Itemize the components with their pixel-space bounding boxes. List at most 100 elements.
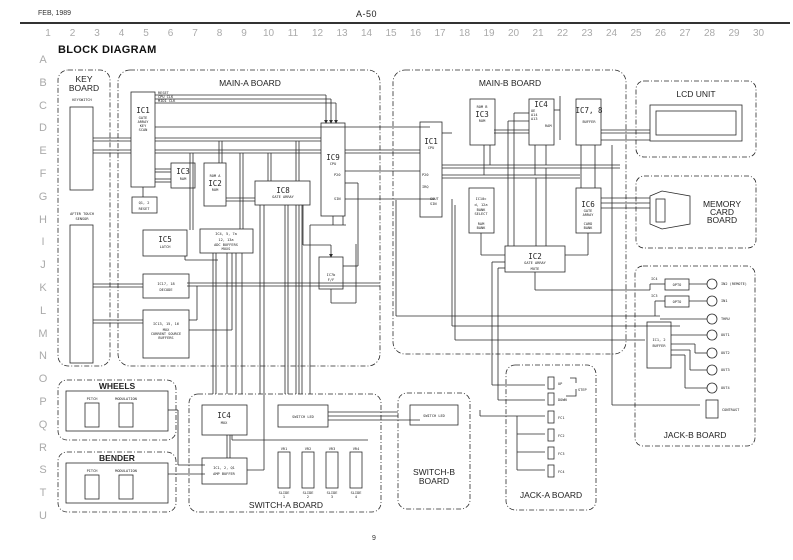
jack-out2: OUT2 [721,351,730,355]
switch-a-ic1-desc: AMP BUFFER [213,472,235,476]
step-label: STEP [578,388,587,392]
jack-a-outline [505,364,597,511]
signal-cpu-clk: CPU CLK [158,95,174,99]
jack-out4: OUT4 [721,386,730,390]
row-letter: N [39,350,47,363]
aftertouch-label-2: SENSOR [76,217,90,221]
switch-a-ic4-name: IC4 [217,411,231,420]
main-b-ic4-pin: OE [531,109,535,113]
jack-down: DOWN [558,398,567,402]
row-letter: B [39,76,47,89]
rom-a-label: ROM A [210,174,222,178]
main-b-ic1-pin-sout: SOUT [430,197,439,201]
column-number: 9 [241,28,247,39]
column-number: 3 [94,28,100,39]
column-number: 25 [630,28,642,39]
main-b-title: MAIN-B BOARD [479,78,541,88]
main-a-ic1-desc: KEY [140,124,147,128]
jack-b-ic4: IC4 [651,277,658,281]
column-number: 20 [507,28,520,39]
column-number: 14 [360,28,373,39]
jack-out1: OUT1 [721,333,730,337]
main-b-ic6-name: IC6 [581,200,595,209]
row-letter: C [39,99,47,112]
row-letter: K [39,282,47,294]
main-a-ic8-name: IC8 [276,186,290,195]
jack-b-buffer-desc: BUFFER [653,344,667,348]
column-number: 8 [216,28,223,39]
lcd-unit-title: LCD UNIT [676,89,715,99]
main-b-ic2-mute: MUTE [531,267,540,271]
bender-outline [57,451,177,513]
vr1-label: VR1 [281,447,288,451]
main-a-ic1-desc: GATE [139,116,148,120]
main-a-ic5-desc: LATCH [160,245,171,249]
lcd-unit-outline [635,80,757,158]
main-b-ic3-name: IC3 [475,110,489,119]
main-a-ic13-desc: CURRENT SOURCE [151,332,181,336]
jack-a-title: JACK-A BOARD [520,490,582,500]
slide-number: 3 [331,495,333,499]
row-letter: J [40,259,46,272]
wheels-modulation: MODULATION [115,397,137,401]
main-a-ic4-name: IC4, 5, 7a [215,232,237,236]
main-b-ic1-pin-irq: IRQ [422,185,429,189]
row-letter: H [39,213,47,226]
row-letter: A [39,54,47,66]
column-number: 10 [262,28,275,39]
switch-b-title-1: SWITCH-B [413,467,455,477]
keyswitch-label: KEYSWITCH [72,98,91,102]
page-number: 9 [372,535,376,542]
wheels-pitch: PITCH [87,397,98,401]
column-number: 15 [385,28,397,39]
memory-card-title-1: MEMORY [703,199,741,209]
row-letter: M [38,327,48,340]
column-number: 28 [703,28,716,39]
row-letter: E [39,145,47,158]
main-b-board-outline [392,69,627,355]
main-b-ic6-desc: GATE [584,209,593,213]
bender-pitch: PITCH [87,469,98,473]
bender-modulation: MODULATION [115,469,137,473]
main-b-ic10-name: IC10c [476,197,487,201]
main-b-ic2-desc: GATE ARRAY [524,261,546,265]
main-a-ic3-desc: RAM [180,177,187,181]
main-a-ic13-desc: MUX [163,328,170,332]
main-a-ic17-name: IC17, 18 [157,282,174,286]
main-a-ic2-desc: ROM [212,188,219,192]
wheels-title: WHEELS [99,381,136,391]
main-b-ic7-name: IC7, 8 [575,106,603,115]
main-a-title: MAIN-A BOARD [219,78,281,88]
column-number: 21 [532,28,544,39]
slide-number: 4 [355,495,357,499]
main-b-ic6-sub: BANK [584,226,593,230]
slide-label: SLIDE [327,491,338,495]
page-title: BLOCK DIAGRAM [58,44,157,56]
row-letter: U [39,510,47,522]
main-a-ic3-name: IC3 [176,167,190,176]
keyboard-board-outline [57,69,111,367]
main-b-ic1-pin-sin: SIN [430,202,437,206]
main-a-ic7b-name: IC7b [327,273,336,277]
main-a-ic13-name: IC13, 15, 16 [153,322,179,326]
main-b-ic2-name: IC2 [528,252,542,261]
main-b-ic6-sub: CARD [584,222,593,226]
vr3-label: VR3 [329,447,336,451]
q12-name: Q1, 2 [139,201,150,205]
rom-b-label: ROM B [477,105,488,109]
jack-b-ic3: IC3 [651,294,658,298]
main-b-ic10-sub: RAM [478,222,485,226]
vr2-label: VR2 [305,447,312,451]
column-number: 11 [287,28,299,39]
main-a-ic9-pin-sin: SIN [334,197,341,201]
column-number: 5 [143,28,149,39]
row-letter: S [39,464,47,477]
jack-fc3: FC3 [558,452,565,456]
row-letter: O [38,373,48,386]
row-letter: R [39,441,47,454]
opto-1: OPTO [673,283,682,287]
column-number: 12 [311,28,324,39]
slide-label: SLIDE [351,491,362,495]
column-number: 23 [581,28,593,39]
bender-title: BENDER [99,453,135,463]
